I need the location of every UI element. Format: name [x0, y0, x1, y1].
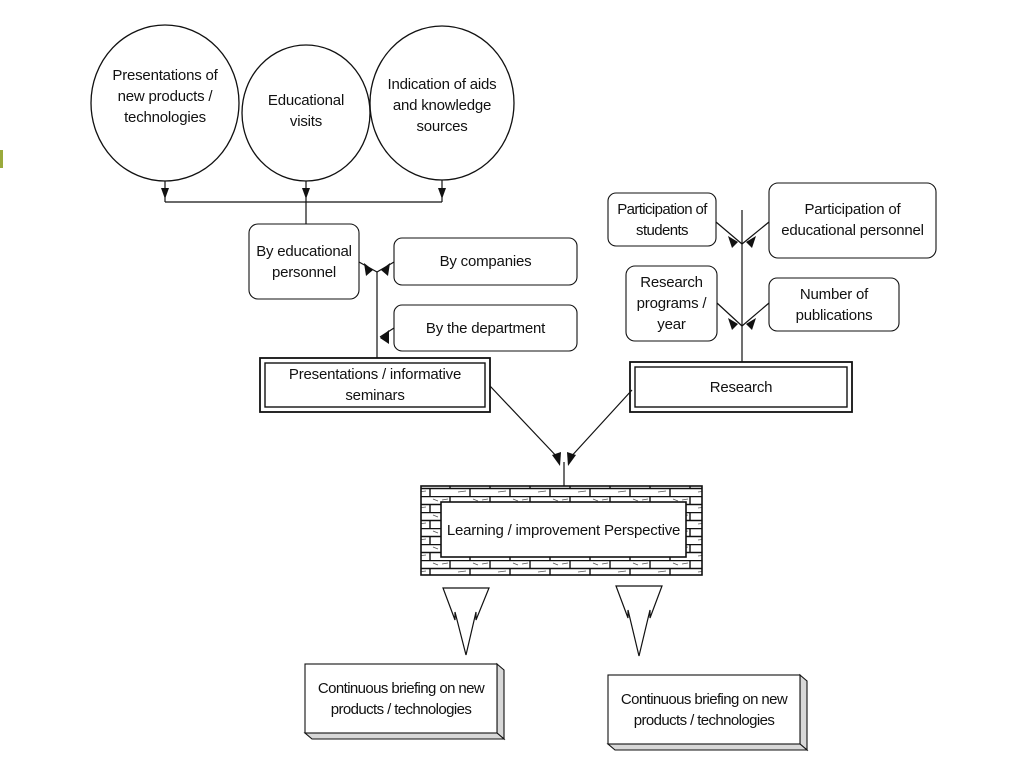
- label-by-companies: By companies: [439, 253, 532, 270]
- research-connectors: [715, 210, 770, 362]
- label-presentations-new-products: Presentations of new products / technolo…: [112, 66, 218, 126]
- circle-arrowheads: [161, 188, 446, 199]
- box-outcome-left: [304, 663, 498, 734]
- label-presentations-seminars: Presentations / informative seminars: [288, 366, 462, 404]
- label-number-of-publications: Number of publications: [795, 286, 873, 324]
- label-participation-students: Participation of students: [617, 201, 707, 239]
- outcome-boxes: [303, 662, 809, 752]
- box-number-of-publications: [768, 277, 900, 332]
- box-participation-students: [607, 192, 717, 247]
- research-input-boxes: [607, 182, 937, 342]
- label-participation-educational-personnel: Participation of educational personnel: [781, 201, 924, 239]
- box-participation-educational-personnel: [768, 182, 937, 259]
- label-learning-perspective: Learning / improvement Perspective: [446, 521, 681, 539]
- hollow-arrows: [442, 585, 663, 657]
- label-outcome-right: Continuous briefing on new products / te…: [620, 690, 788, 729]
- label-indication-aids: Indication of aids and knowledge sources: [387, 75, 497, 135]
- perspective-connectors: [489, 385, 633, 488]
- label-by-educational-personnel: By educational personnel: [256, 243, 352, 281]
- label-outcome-left: Continuous briefing on new products / te…: [317, 679, 485, 718]
- source-circles: [90, 24, 515, 182]
- hollow-arrow-left: [442, 587, 490, 656]
- circle-connectors: [164, 180, 443, 224]
- seminars-box-frame: [259, 357, 491, 413]
- research-box-frame: [629, 361, 853, 413]
- research-arrowheads: [728, 236, 756, 330]
- box-by-educational-personnel: [248, 223, 360, 300]
- label-research-programs: Research programs / year: [636, 273, 707, 333]
- box-outcome-right: [607, 674, 801, 745]
- presenter-boxes: [248, 223, 578, 352]
- perspective-box: [420, 485, 703, 576]
- slide-edge-marker: [0, 150, 3, 168]
- presenter-arrowheads: [364, 263, 390, 344]
- label-research: Research: [709, 378, 773, 396]
- hollow-arrow-right: [615, 585, 663, 657]
- label-educational-visits: Educational visits: [267, 92, 345, 130]
- box-by-companies: [393, 237, 578, 286]
- perspective-arrowheads: [552, 452, 576, 466]
- label-by-department: By the department: [425, 319, 546, 337]
